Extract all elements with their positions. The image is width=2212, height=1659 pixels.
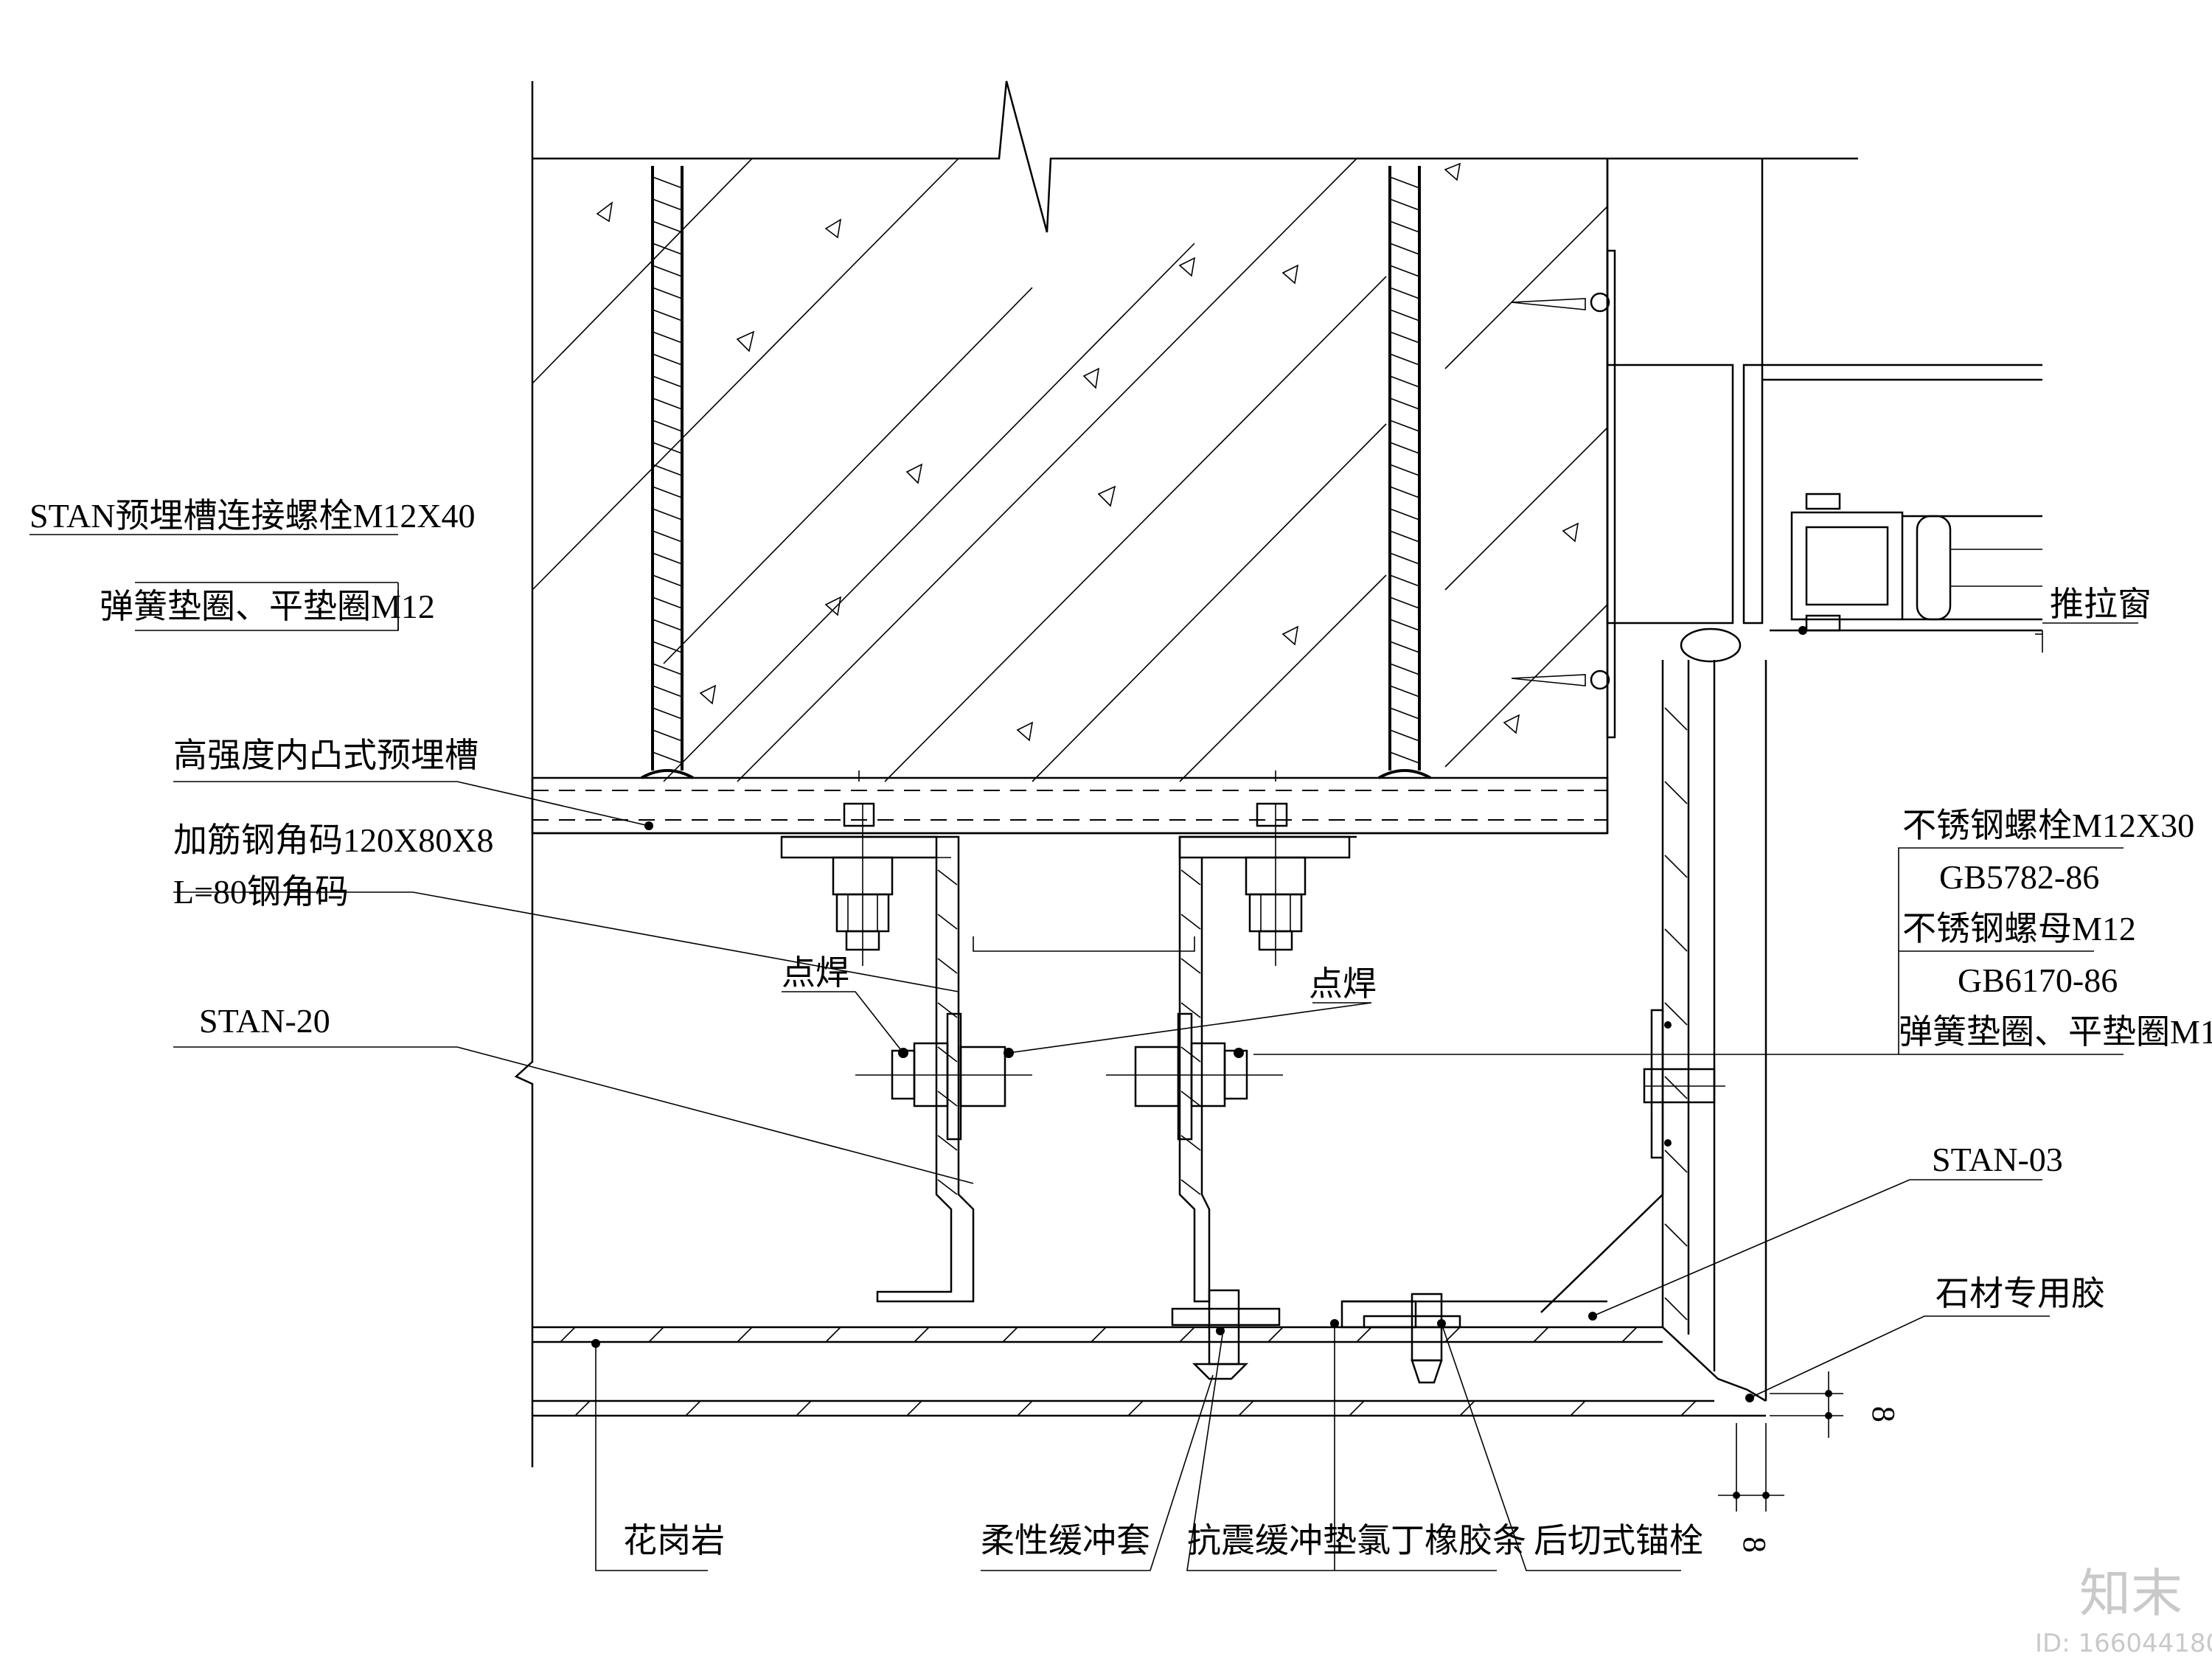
channel-bolt-left <box>780 771 938 966</box>
annotation-labels: STAN预埋槽连接螺栓M12X40 弹簧垫圈、平垫圈M12 高强度内凸式预埋槽 … <box>29 497 2212 1559</box>
dim-right-value: 8 <box>1865 1406 1902 1422</box>
label-washer-left: 弹簧垫圈、平垫圈M12 <box>100 588 435 625</box>
concrete-slab <box>514 80 1858 1467</box>
dimension-bottom <box>1718 1423 1784 1512</box>
label-flexible-sleeve: 柔性缓冲套 <box>981 1522 1150 1559</box>
dimension-right <box>1770 1371 1843 1438</box>
label-angle-steel: 加筋钢角码120X80X8 <box>173 821 493 859</box>
label-sliding-window: 推拉窗 <box>2050 585 2152 623</box>
label-spot-weld-left: 点焊 <box>782 954 849 992</box>
label-stan-bolt: STAN预埋槽连接螺栓M12X40 <box>29 497 476 535</box>
channel-bolt-right <box>1178 771 1351 966</box>
embedded-channel <box>531 776 1609 835</box>
granite-slab <box>532 1289 1766 1417</box>
angle-steel-left <box>782 835 1195 1303</box>
label-washer-right: 弹簧垫圈、平垫圈M12 <box>1899 1013 2212 1051</box>
dim-bottom-value: 8 <box>1736 1537 1773 1553</box>
label-spot-weld-right: 点焊 <box>1309 965 1377 1003</box>
label-neoprene-strip: 氯丁橡胶条 <box>1357 1522 1526 1559</box>
angle-steel-right <box>1178 835 1357 1303</box>
label-gb5782: GB5782-86 <box>1939 858 2099 896</box>
window-frame <box>1511 159 2043 739</box>
rebar-left <box>641 166 694 779</box>
rebar-right <box>1378 166 1431 779</box>
watermark: 知末 ID: 166044180 <box>2035 1563 2212 1658</box>
leader-lines <box>135 582 2124 1571</box>
vertical-stone-panel <box>1540 660 1767 1402</box>
stan20-bracket <box>855 1012 1283 1141</box>
watermark-logo: 知末 <box>2079 1563 2183 1624</box>
label-undercut-anchor: 后切式锚栓 <box>1534 1522 1703 1559</box>
label-ss-bolt: 不锈钢螺栓M12X30 <box>1902 807 2194 844</box>
label-seismic-pad: 抗震缓冲垫 <box>1187 1522 1357 1559</box>
label-stone-glue: 石材专用胶 <box>1935 1275 2105 1312</box>
label-stan-20: STAN-20 <box>199 1002 330 1040</box>
label-ss-nut: 不锈钢螺母M12 <box>1902 910 2136 947</box>
label-granite: 花岗岩 <box>623 1522 725 1559</box>
label-angle-length: L=80钢角码 <box>173 873 349 911</box>
label-embedded-channel: 高强度内凸式预埋槽 <box>173 737 479 774</box>
label-gb6170: GB6170-86 <box>1958 961 2118 999</box>
watermark-id: ID: 166044180 <box>2035 1629 2212 1658</box>
label-stan-03: STAN-03 <box>1932 1141 2063 1178</box>
